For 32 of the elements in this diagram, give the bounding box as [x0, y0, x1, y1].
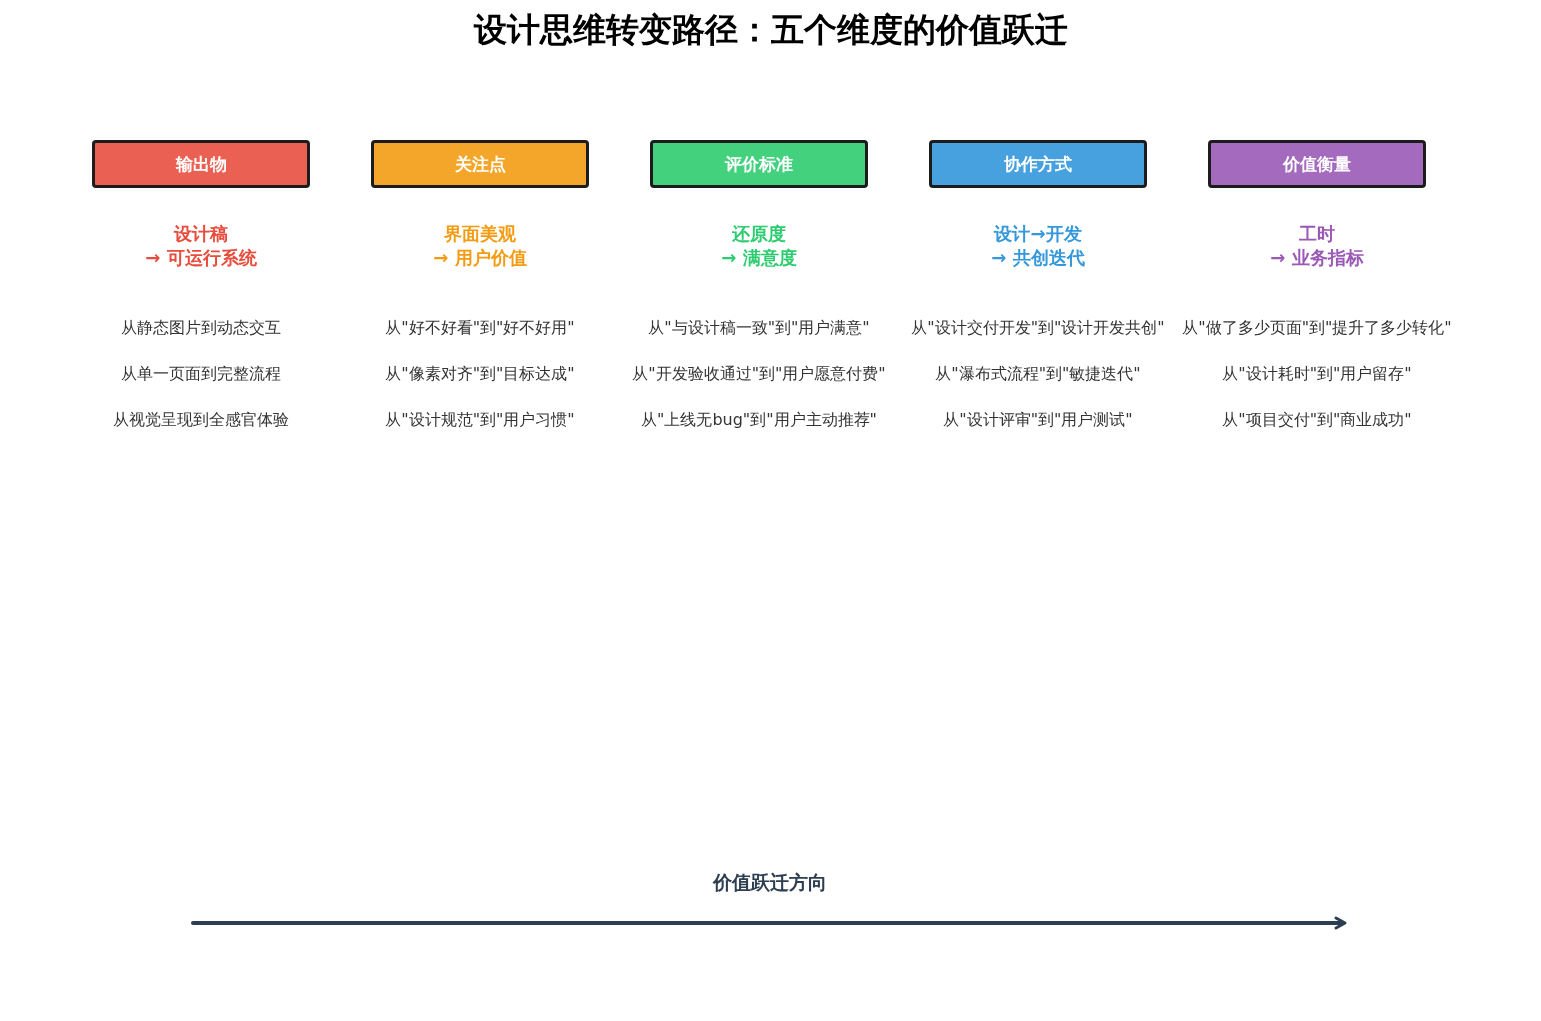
transition-item: 从"设计交付开发"到"设计开发共创": [911, 317, 1165, 339]
transition-item: 从"项目交付"到"商业成功": [1222, 409, 1412, 431]
transition-item: 从单一页面到完整流程: [121, 363, 281, 385]
category-label: 价值衡量: [1283, 153, 1351, 175]
category-label: 协作方式: [1004, 153, 1072, 175]
category-box: [92, 140, 310, 188]
category-box: [650, 140, 868, 188]
transition-item: 从"设计规范"到"用户习惯": [385, 409, 575, 431]
transition-item: 从"与设计稿一致"到"用户满意": [648, 317, 870, 339]
transition-heading: 设计稿 → 可运行系统: [145, 222, 257, 270]
category-label: 评价标准: [725, 153, 793, 175]
transition-heading: 设计→开发 → 共创迭代: [991, 222, 1085, 270]
transition-item: 从"上线无bug"到"用户主动推荐": [641, 409, 877, 431]
transition-item: 从"瀑布式流程"到"敏捷迭代": [935, 363, 1141, 385]
transition-heading: 还原度 → 满意度: [721, 222, 797, 270]
transition-item: 从静态图片到动态交互: [121, 317, 281, 339]
transition-item: 从"设计耗时"到"用户留存": [1222, 363, 1412, 385]
category-box: [1208, 140, 1426, 188]
transition-item: 从"设计评审"到"用户测试": [943, 409, 1133, 431]
category-label: 关注点: [454, 153, 506, 175]
transition-heading: 工时 → 业务指标: [1270, 222, 1364, 270]
transition-heading: 界面美观 → 用户价值: [433, 222, 527, 270]
transition-item: 从"做了多少页面"到"提升了多少转化": [1182, 317, 1452, 339]
direction-label: 价值跃迁方向: [713, 870, 827, 895]
transition-item: 从"开发验收通过"到"用户愿意付费": [632, 363, 886, 385]
diagram-title: 设计思维转变路径：五个维度的价值跃迁: [473, 9, 1068, 51]
category-box: [929, 140, 1147, 188]
category-box: [371, 140, 589, 188]
transition-item: 从"像素对齐"到"目标达成": [385, 363, 575, 385]
category-label: 输出物: [175, 153, 227, 175]
transition-item: 从"好不好看"到"好不好用": [385, 317, 575, 339]
transition-item: 从视觉呈现到全感官体验: [113, 409, 289, 431]
